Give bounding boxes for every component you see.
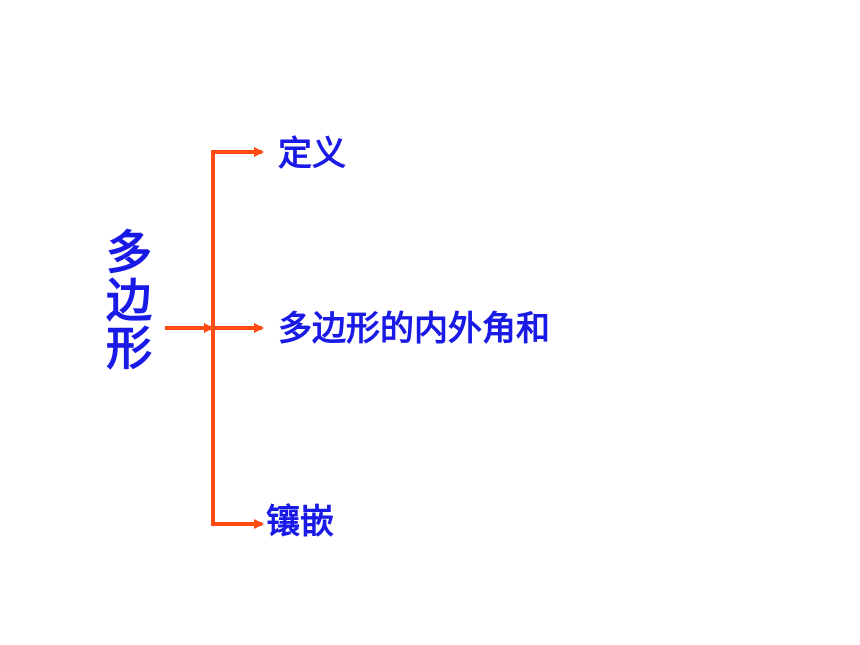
branch-node-tessellation: 镶嵌 [266,502,334,542]
branch-node-angle-sum: 多边形的内外角和 [278,309,550,349]
branch-node-definition: 定义 [278,134,346,174]
root-node-polygon: 多边形 [99,228,153,372]
